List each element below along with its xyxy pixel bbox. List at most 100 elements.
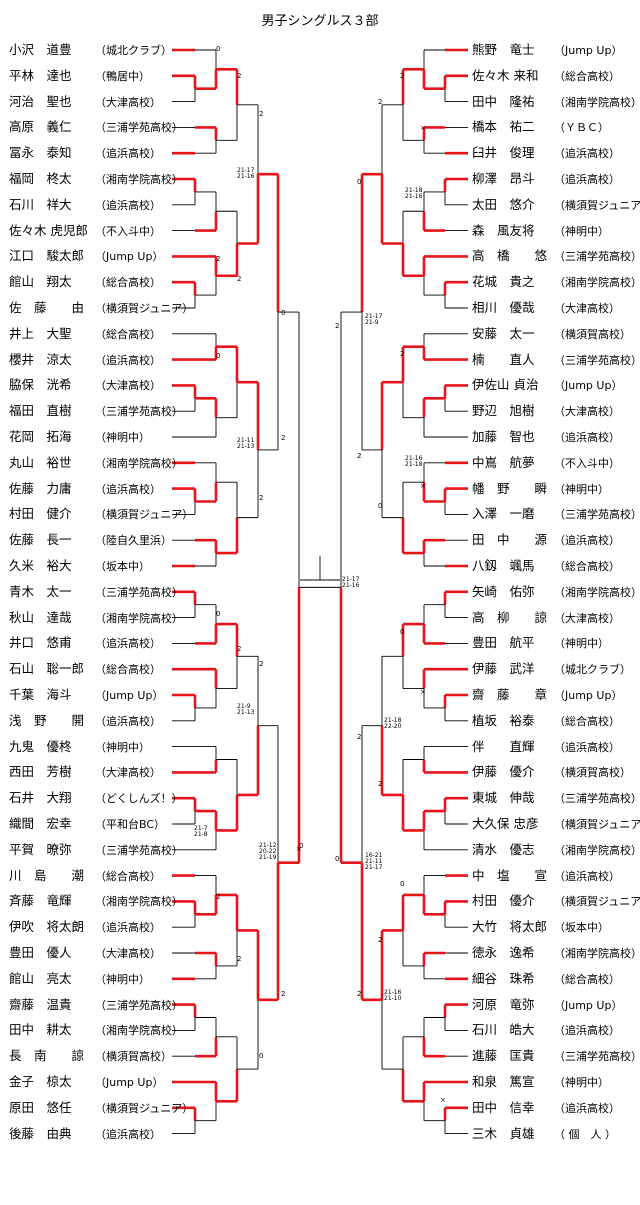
player-team: （神明中）: [554, 482, 609, 496]
right-player-row: 村田 優介（横須賀ジュニア）: [472, 893, 640, 909]
left-player-row: 花岡 拓海（神明中）: [9, 429, 150, 445]
player-team: （横須賀高校）: [554, 327, 631, 341]
left-player-row: 櫻井 涼太（追浜高校）: [9, 352, 161, 368]
match-score: 21-17 21-16: [342, 576, 360, 589]
right-player-row: 大久保 忠彦（横須賀ジュニア）: [472, 816, 640, 832]
player-name: 伊佐山 貞治: [472, 377, 539, 393]
player-team: （三浦学苑高校）: [554, 508, 640, 522]
round-result-mark: 2: [216, 893, 221, 901]
right-player-row: 和泉 篤宣（神明中）: [472, 1074, 609, 1090]
left-player-row: 脇保 洸希（大津高校）: [9, 377, 161, 393]
player-name: 田 中 源: [472, 532, 548, 548]
right-player-row: 高 橋 悠（三浦学苑高校）: [472, 248, 640, 264]
left-player-row: 冨永 泰知（追浜高校）: [9, 145, 161, 161]
right-player-row: 田 中 源（追浜高校）: [472, 532, 620, 548]
player-name: 伴 直輝: [472, 738, 535, 754]
player-team: （横須賀ジュニア）: [95, 508, 194, 522]
player-name: 河治 聖也: [9, 93, 72, 109]
round-result-mark: ×: [440, 1096, 446, 1104]
round-result-mark: 2: [335, 322, 340, 330]
left-player-row: 後藤 由典（追浜高校）: [9, 1126, 161, 1142]
player-name: 織間 宏幸: [9, 816, 72, 831]
round-result-mark: ×: [296, 845, 302, 853]
round-result-mark: 2: [378, 98, 383, 106]
player-name: 長 南 諒: [9, 1048, 85, 1064]
player-team: （三浦学苑高校）: [554, 250, 640, 264]
player-team: （追浜高校）: [554, 1101, 620, 1115]
player-team: （神明中）: [95, 740, 150, 754]
player-team: （追浜高校）: [95, 482, 161, 496]
left-player-row: 九鬼 優柊（神明中）: [9, 739, 150, 755]
player-team: （大津高校）: [95, 947, 161, 960]
player-name: 佐々木 虎児郎: [9, 222, 88, 238]
right-player-row: 田中 隆祐（湘南学院高校）: [472, 94, 640, 110]
round-result-mark: 2: [216, 255, 221, 263]
player-name: 丸山 裕世: [9, 454, 72, 470]
player-team: （三浦学苑高校）: [95, 405, 183, 419]
round-result-mark: 2: [281, 434, 286, 442]
player-team: （総合高校）: [554, 714, 620, 728]
right-player-row: 齋 藤 章（Jump Up）: [472, 687, 622, 703]
player-name: 入澤 一磨: [472, 506, 535, 522]
player-team: （追浜高校）: [95, 637, 161, 651]
round-result-mark: 0: [216, 45, 221, 53]
player-name: 福田 直樹: [9, 403, 72, 419]
player-team: （総合高校）: [95, 276, 161, 290]
player-team: （神明中）: [554, 1076, 609, 1089]
player-team: （大津高校）: [95, 766, 161, 780]
player-name: 田中 隆祐: [472, 93, 535, 109]
player-team: （三浦学苑高校）: [95, 121, 183, 135]
left-player-row: 村田 健介（横須賀ジュニア）: [9, 506, 193, 522]
match-score: 21-16 21-18: [405, 455, 423, 468]
player-name: 平林 達也: [9, 67, 72, 83]
player-team: （追浜高校）: [554, 431, 620, 444]
player-team: （三浦学苑高校）: [554, 353, 640, 367]
round-result-mark: 2: [357, 733, 362, 741]
player-team: （湘南学院高校）: [95, 611, 183, 625]
left-player-row: 佐々木 虎児郎（不入斗中）: [9, 223, 161, 239]
round-result-mark: 2: [259, 110, 264, 118]
right-player-row: 東城 伸哉（三浦学苑高校）: [472, 790, 640, 806]
player-team: （総合高校）: [554, 972, 620, 986]
player-name: 石川 皓大: [472, 1022, 535, 1038]
player-name: 高 柳 諒: [472, 609, 548, 625]
player-name: 小沢 道豊: [9, 42, 72, 57]
right-player-row: 森 風友将（神明中）: [472, 223, 609, 239]
left-player-row: 平林 達也（鴨居中）: [9, 68, 150, 84]
player-name: 久米 裕大: [9, 558, 72, 573]
player-name: 井口 悠甫: [9, 635, 72, 651]
player-team: （総合高校）: [95, 869, 161, 883]
player-name: 佐々木 来和: [472, 67, 539, 83]
left-player-row: 井口 悠甫 （追浜高校）: [9, 635, 161, 651]
player-team: （三浦学苑高校）: [95, 585, 183, 599]
round-result-mark: 0: [335, 855, 340, 863]
player-team: （陸自久里浜）: [95, 534, 172, 548]
player-name: 田中 耕太: [9, 1022, 72, 1038]
round-result-mark: 2: [400, 350, 405, 358]
player-name: 八釼 颯馬: [472, 558, 535, 573]
player-team: （総合高校）: [95, 663, 161, 677]
player-name: 館山 亮太: [9, 970, 72, 986]
player-name: 加藤 智也: [472, 429, 535, 444]
player-team: （湘南学院高校）: [554, 843, 640, 857]
right-player-row: 入澤 一磨 （三浦学苑高校）: [472, 506, 640, 522]
left-player-row: 金子 椋太（Jump Up）: [9, 1074, 163, 1090]
player-name: 花城 貴之: [472, 274, 535, 290]
player-name: 田中 信幸: [472, 1099, 535, 1115]
player-name: 江口 駿太郎: [9, 248, 85, 264]
right-player-row: 三木 貞雄（ 個 人 ）: [472, 1126, 616, 1142]
player-name: 脇保 洸希: [9, 377, 72, 393]
match-score: 21-12 20-22 21-19: [259, 842, 277, 861]
left-player-row: 江口 駿太郎（Jump Up）: [9, 248, 163, 264]
right-player-row: 高 柳 諒（大津高校）: [472, 610, 620, 626]
left-player-row: 長 南 諒（横須賀高校）: [9, 1048, 172, 1064]
left-player-row: 館山 翔太（総合高校）: [9, 274, 161, 290]
left-player-row: 佐 藤 由（横須賀ジュニア）: [9, 300, 193, 316]
player-name: 豊田 優人: [9, 945, 72, 960]
player-name: 進藤 匡貴: [472, 1048, 535, 1064]
player-name: 後藤 由典: [9, 1125, 72, 1141]
player-team: （三浦学苑高校）: [95, 998, 183, 1012]
player-team: （追浜高校）: [95, 714, 161, 728]
player-team: （城北クラブ）: [554, 663, 631, 677]
player-name: 清水 優志: [472, 841, 535, 857]
